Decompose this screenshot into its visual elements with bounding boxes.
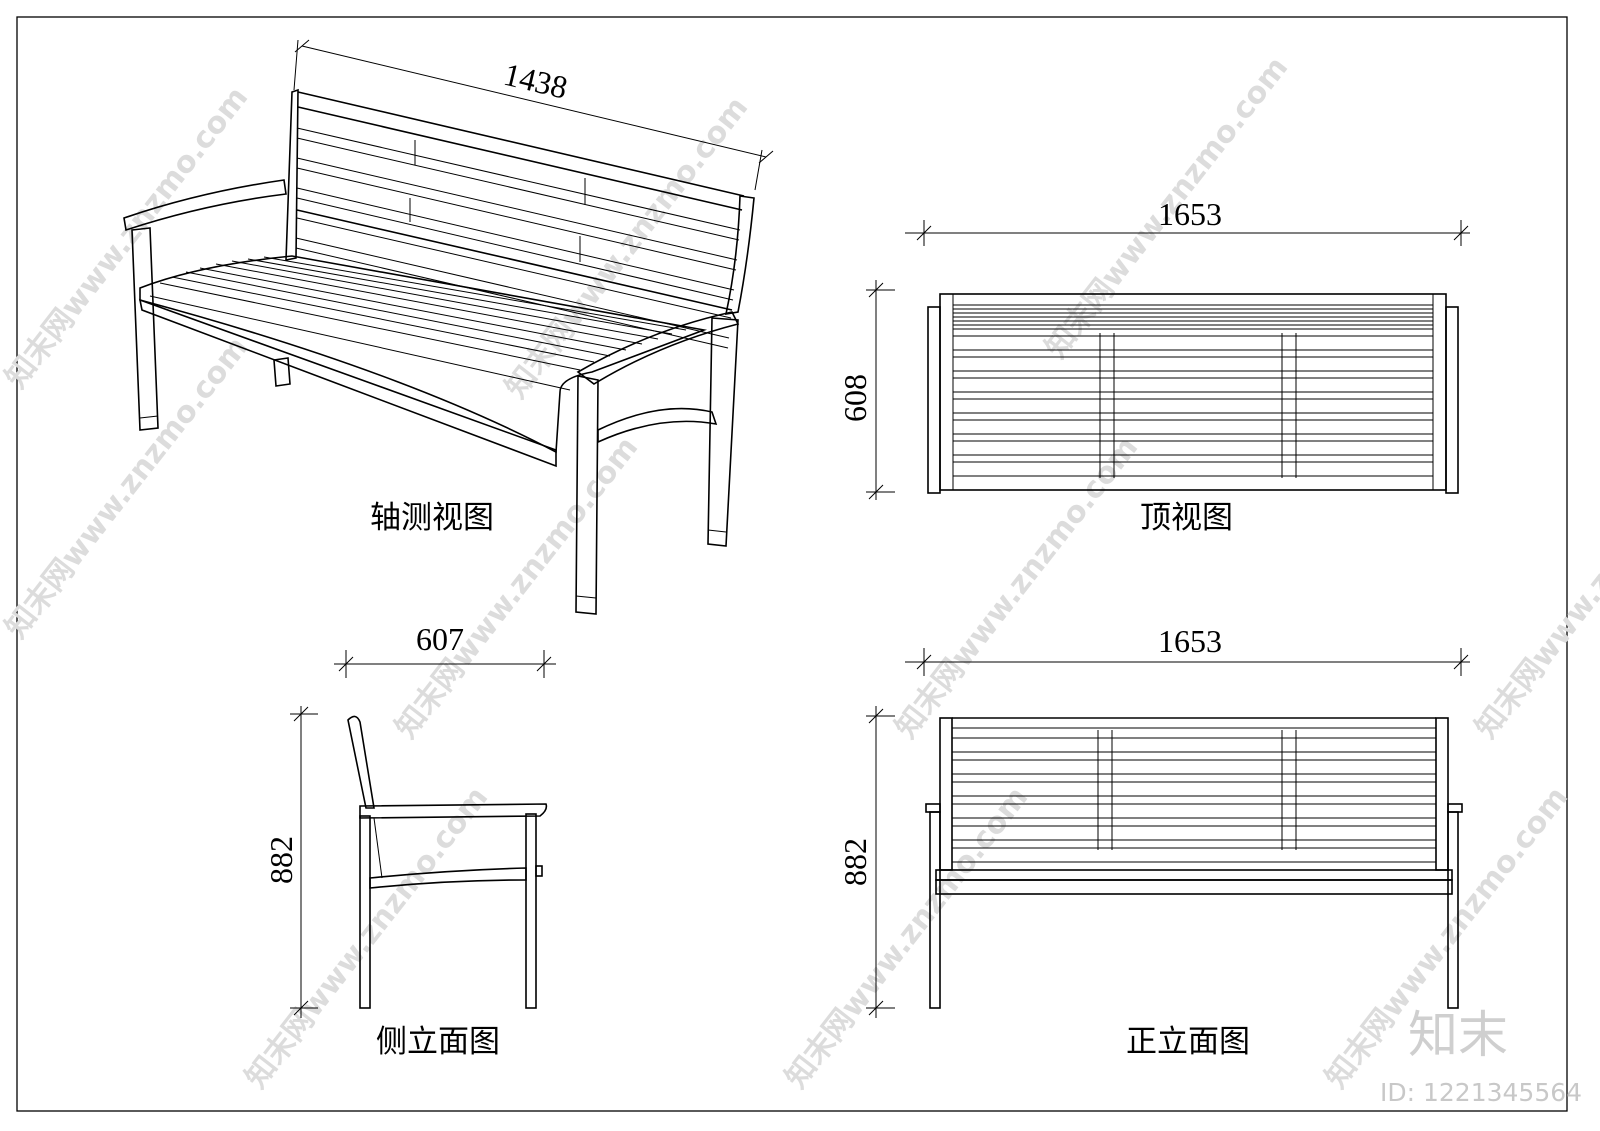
dim-tick: [868, 1000, 884, 1016]
dim-tick: [338, 656, 354, 672]
dim-tick: [758, 150, 774, 164]
rear-leg-left: [273, 357, 291, 387]
back-post-left-front: [939, 717, 953, 871]
dim-extension: [293, 39, 299, 91]
rear-leg-right: [707, 317, 739, 547]
dim-tick: [536, 656, 552, 672]
armrest-side: [359, 803, 548, 819]
caption-front: 正立面图: [1126, 1024, 1250, 1060]
seat-front-rail: [935, 869, 1453, 881]
front-leg-side: [359, 815, 371, 1009]
dim-tick: [916, 654, 932, 670]
watermark-logo: 知末: [1408, 1006, 1508, 1064]
dim-tick: [868, 484, 884, 500]
watermark-text: 知末网www.znzmo.com: [779, 780, 1036, 1095]
seat-end-side: [535, 865, 543, 877]
leg-foot-cap: [707, 529, 727, 533]
front-leg-right: [575, 375, 599, 615]
back-post-side: [347, 715, 375, 809]
seat-front-apron: [138, 298, 557, 468]
back-slats-top: [953, 304, 1433, 330]
back-post-right: [724, 195, 755, 315]
image-id-label: ID: 1221345564: [1380, 1078, 1582, 1107]
seat-slats-top: [953, 335, 1433, 477]
sheet-border: [16, 16, 1568, 1112]
dim-label-depth: 608: [837, 374, 873, 422]
back-slats-front: [952, 727, 1436, 863]
back-post-left: [285, 88, 299, 261]
armrest-left-front: [925, 803, 941, 813]
top-view: 1653 608: [837, 196, 1470, 536]
rear-leg-side: [525, 813, 537, 1009]
armrest-left-top: [927, 306, 941, 494]
dim-tick: [294, 39, 310, 53]
seat-brackets-top: [1099, 333, 1297, 478]
back-top-rail: [297, 106, 743, 211]
front-view: 1653 882: [837, 623, 1470, 1060]
front-leg-left-front: [929, 811, 941, 1009]
watermark-text: 知末网www.znzmo.com: [1469, 430, 1600, 745]
dim-tick: [1453, 225, 1469, 241]
dim-label-height: 882: [263, 836, 299, 884]
dim-label-height: 882: [837, 838, 873, 886]
back-brackets-front: [1097, 730, 1297, 850]
dim-extension: [754, 149, 763, 191]
dim-tick: [293, 1000, 309, 1016]
watermark-layer: 知末网www.znzmo.com 知末网www.znzmo.com 知末网www…: [0, 50, 1600, 1107]
seat-apron-front: [935, 879, 1453, 895]
caption-axonometric: 轴测视图: [370, 500, 494, 536]
back-slats: [295, 127, 741, 349]
side-view: 607 882 侧立面图: [263, 621, 556, 1060]
leg-foot-cap: [139, 415, 159, 419]
watermark-text: 知末网www.znzmo.com: [389, 430, 646, 745]
dim-tick: [293, 706, 309, 722]
armrest-right-front: [1447, 803, 1463, 813]
armrest-left: [123, 179, 287, 232]
dim-tick: [868, 708, 884, 724]
caption-side: 侧立面图: [376, 1024, 500, 1060]
front-leg-left: [131, 227, 159, 431]
seat-slats: [149, 256, 687, 391]
dim-tick: [1453, 654, 1469, 670]
caption-top: 顶视图: [1140, 500, 1233, 536]
back-rail-side: [373, 817, 383, 879]
watermark-text: 知末网www.znzmo.com: [889, 430, 1146, 745]
leg-foot-cap: [575, 595, 597, 599]
dim-label-length: 1438: [500, 56, 571, 106]
dim-label-length: 1653: [1158, 623, 1222, 659]
side-frame-right: [597, 407, 718, 444]
armrest-right-top: [1445, 306, 1459, 494]
back-top-rail: [297, 91, 745, 197]
watermark-text: 知末网www.znzmo.com: [499, 90, 756, 405]
dim-line: [301, 45, 767, 158]
axonometric-view: 1438: [123, 39, 774, 615]
dim-label-depth: 607: [416, 621, 464, 657]
dim-tick: [916, 225, 932, 241]
seat-rail-side: [369, 867, 527, 889]
front-leg-right-front: [1447, 811, 1459, 1009]
dim-label-length: 1653: [1158, 196, 1222, 232]
dim-tick: [868, 282, 884, 298]
back-bracket-marks: [409, 140, 586, 262]
back-post-right-front: [1435, 717, 1449, 871]
